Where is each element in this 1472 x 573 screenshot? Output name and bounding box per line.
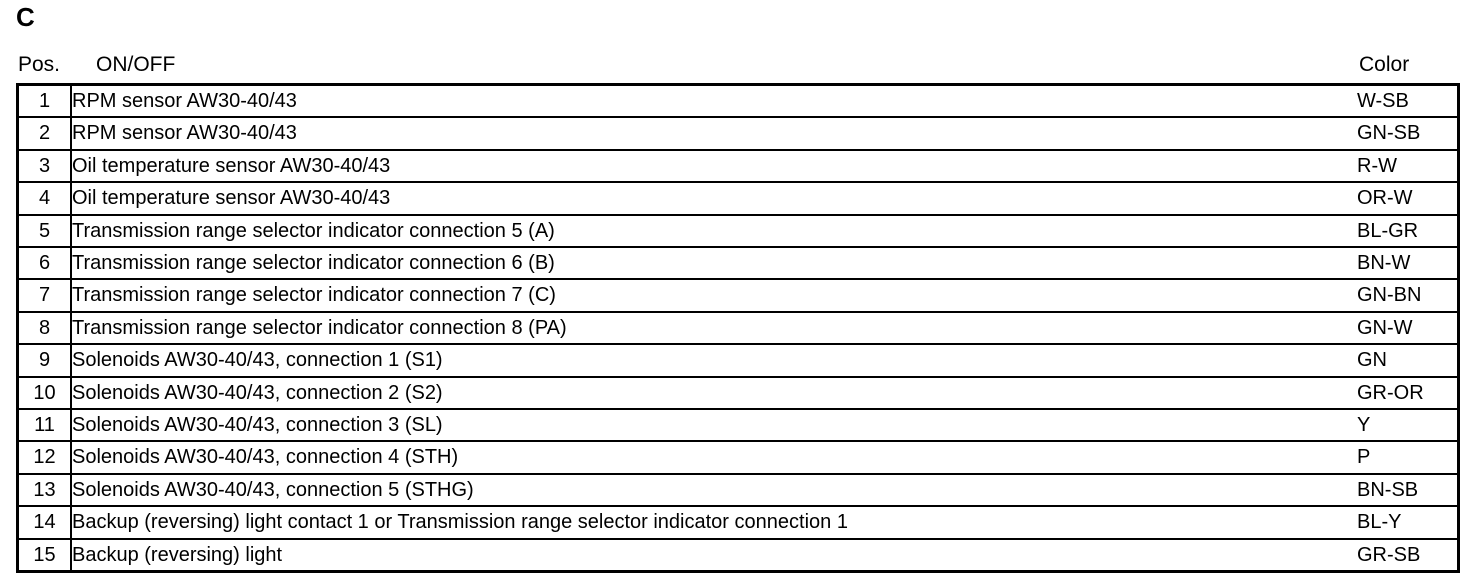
column-header-function: ON/OFF <box>96 53 176 76</box>
cell-wire-color: GR-SB <box>1357 537 1460 573</box>
section-letter: C <box>16 2 35 32</box>
cell-wire-color: GN-BN <box>1357 278 1460 313</box>
column-header-position: Pos. <box>18 53 61 76</box>
cell-description: Solenoids AW30-40/43, connection 3 (SL) <box>71 408 1357 443</box>
cell-position: 8 <box>16 310 72 346</box>
cell-description: Oil temperature sensor AW30-40/43 <box>71 181 1357 216</box>
cell-description: Transmission range selector indicator co… <box>71 310 1357 346</box>
cell-description: Oil temperature sensor AW30-40/43 <box>71 148 1357 184</box>
cell-wire-color: BL-Y <box>1357 505 1460 540</box>
cell-position: 11 <box>16 408 72 443</box>
cell-wire-color: GN <box>1357 343 1460 378</box>
column-header-color: Color <box>1359 53 1410 76</box>
cell-wire-color: BL-GR <box>1357 213 1460 249</box>
cell-description: RPM sensor AW30-40/43 <box>71 116 1357 151</box>
cell-position: 4 <box>16 181 72 216</box>
cell-wire-color: P <box>1357 440 1460 475</box>
cell-description: RPM sensor AW30-40/43 <box>71 83 1357 119</box>
cell-description: Backup (reversing) light contact 1 or Tr… <box>71 505 1357 540</box>
cell-description: Transmission range selector indicator co… <box>71 278 1357 313</box>
cell-position: 9 <box>16 343 72 378</box>
cell-position: 7 <box>16 278 72 313</box>
cell-description: Solenoids AW30-40/43, connection 4 (STH) <box>71 440 1357 475</box>
column-headers: Pos. ON/OFF Color <box>0 53 1472 81</box>
cell-position: 5 <box>16 213 72 249</box>
cell-wire-color: GN-SB <box>1357 116 1460 151</box>
cell-position: 15 <box>16 537 72 573</box>
cell-wire-color: GN-W <box>1357 310 1460 346</box>
cell-wire-color: GR-OR <box>1357 375 1460 411</box>
cell-description: Solenoids AW30-40/43, connection 2 (S2) <box>71 375 1357 411</box>
cell-description: Transmission range selector indicator co… <box>71 213 1357 249</box>
cell-wire-color: OR-W <box>1357 181 1460 216</box>
cell-description: Transmission range selector indicator co… <box>71 246 1357 281</box>
cell-description: Solenoids AW30-40/43, connection 1 (S1) <box>71 343 1357 378</box>
cell-position: 13 <box>16 472 72 508</box>
cell-description: Backup (reversing) light <box>71 537 1357 573</box>
cell-position: 3 <box>16 148 72 184</box>
cell-position: 10 <box>16 375 72 411</box>
cell-position: 2 <box>16 116 72 151</box>
cell-position: 1 <box>16 83 72 119</box>
cell-wire-color: BN-SB <box>1357 472 1460 508</box>
cell-position: 14 <box>16 505 72 540</box>
cell-wire-color: R-W <box>1357 148 1460 184</box>
cell-description: Solenoids AW30-40/43, connection 5 (STHG… <box>71 472 1357 508</box>
cell-wire-color: Y <box>1357 408 1460 443</box>
cell-wire-color: BN-W <box>1357 246 1460 281</box>
cell-position: 6 <box>16 246 72 281</box>
cell-wire-color: W-SB <box>1357 83 1460 119</box>
cell-position: 12 <box>16 440 72 475</box>
